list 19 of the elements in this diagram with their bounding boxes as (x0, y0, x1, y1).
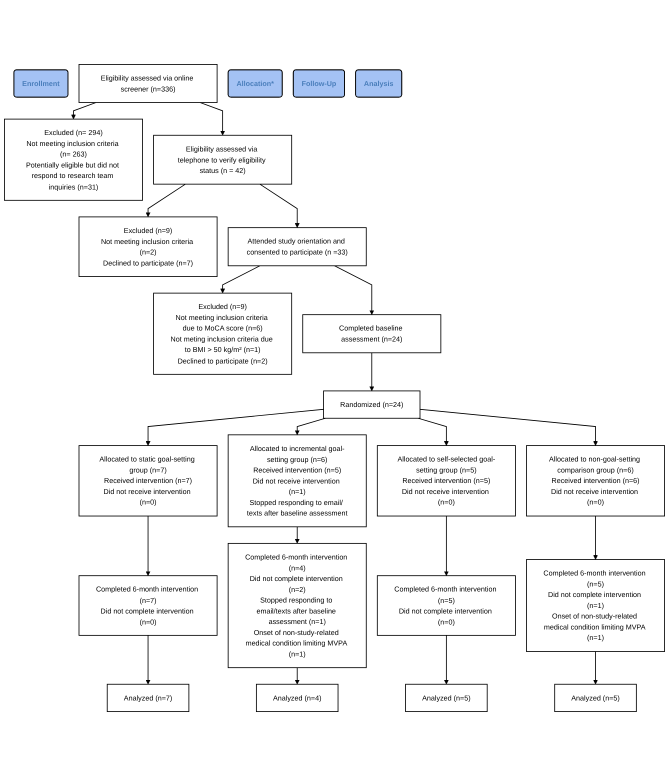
arrow (146, 408, 324, 446)
arrow (444, 516, 449, 576)
arrow (420, 408, 598, 446)
arrow (294, 526, 300, 544)
arrow (146, 184, 186, 218)
arrow (146, 634, 150, 684)
arrow (71, 102, 96, 120)
arrow (444, 634, 449, 684)
arrow (369, 352, 374, 392)
arrow (146, 516, 150, 576)
arrow (593, 516, 598, 560)
arrow (260, 184, 300, 228)
arrow (334, 265, 374, 315)
arrow (294, 667, 300, 684)
arrow (418, 418, 449, 446)
arrow (200, 102, 226, 136)
arrow (220, 265, 260, 294)
arrow (294, 418, 326, 436)
arrow (593, 651, 598, 684)
